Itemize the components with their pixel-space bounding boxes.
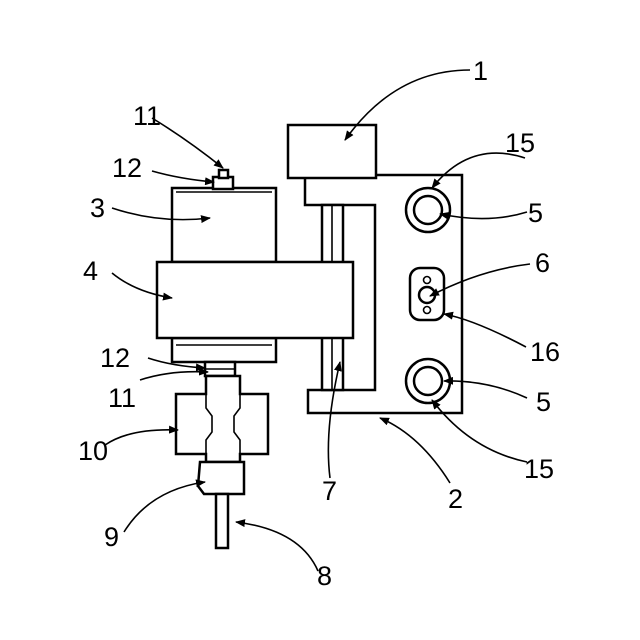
clamp-block-part [157,262,353,338]
label-2: 2 [448,484,463,514]
coupling-part [176,376,268,462]
label-15-lower: 15 [524,454,554,484]
label-11-upper: 11 [133,101,161,131]
label-6: 6 [535,248,550,278]
label-8: 8 [317,561,332,591]
label-5-lower: 5 [536,387,551,417]
label-1: 1 [473,56,488,86]
top-block-part [288,125,376,178]
upper-hole-part [406,188,450,232]
label-16: 16 [530,337,560,367]
slot-plate-part [410,268,444,320]
label-4: 4 [83,256,98,286]
chuck-part [198,462,244,494]
lower-hole-part [406,359,450,403]
label-12-upper: 12 [112,153,142,183]
top-nut-part [213,170,233,189]
shaft-part [216,494,228,548]
label-12-lower: 12 [100,343,130,373]
label-11-lower: 11 [108,383,136,413]
label-3: 3 [90,193,105,223]
label-7: 7 [322,476,337,506]
label-15-upper: 15 [505,128,535,158]
label-9: 9 [104,522,119,552]
label-5-upper: 5 [528,198,543,228]
label-10: 10 [78,436,108,466]
bottom-nut-part [205,362,235,376]
